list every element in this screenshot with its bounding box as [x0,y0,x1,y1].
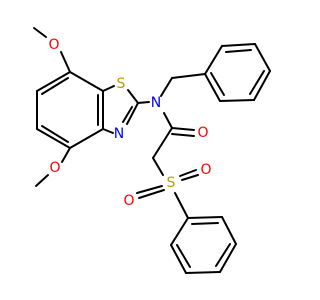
bonds [33,27,271,274]
bond [171,73,206,79]
bond [61,147,71,163]
bond [204,45,223,75]
bond [219,243,237,273]
bond [221,216,237,245]
bond [179,169,197,177]
bond [137,101,150,104]
bond [69,128,104,149]
bond [41,125,69,143]
bond [60,51,71,73]
bond [176,244,191,268]
bond [170,244,187,274]
atom-label-oxygen: O [123,193,134,209]
bond [191,222,219,225]
atom-label-sulfur: S [167,175,176,191]
bond [127,89,139,104]
bond [69,71,104,92]
atom-label-oxygen: O [197,125,208,141]
bond [136,185,163,194]
bond [160,77,173,97]
atom-label-nitrogen: N [114,126,124,142]
bond [187,216,223,219]
bond [152,157,164,176]
bond [253,70,271,101]
molecule-structure: O O S N N O S O O [33,27,271,274]
bond [181,174,199,181]
bond [170,217,189,246]
bond [35,174,49,187]
bond [122,106,133,123]
bond [221,43,256,47]
bond [254,43,271,72]
bond [126,102,139,125]
bond [249,70,265,95]
bond [102,128,114,134]
bond [152,127,173,159]
bond [215,243,231,267]
bond [102,85,115,92]
atom-label-oxygen: O [48,37,59,53]
bond [210,72,225,96]
atom-label-sulfur: S [117,76,126,92]
bond [36,128,71,149]
bond [41,77,69,95]
bond [174,192,189,219]
atom-label-oxygen: O [49,160,60,176]
bond [225,49,252,53]
atom-label-nitrogen: N [151,95,161,111]
bond [33,27,47,38]
bond [219,99,255,102]
atom-labels: O O S N N O S O O [48,37,211,209]
bond [171,133,195,137]
bond [171,127,195,131]
bond [185,271,221,274]
bond [204,73,221,102]
bond [163,112,173,129]
atom-label-oxygen: O [200,162,211,178]
bond [36,71,71,92]
bond [138,189,165,199]
